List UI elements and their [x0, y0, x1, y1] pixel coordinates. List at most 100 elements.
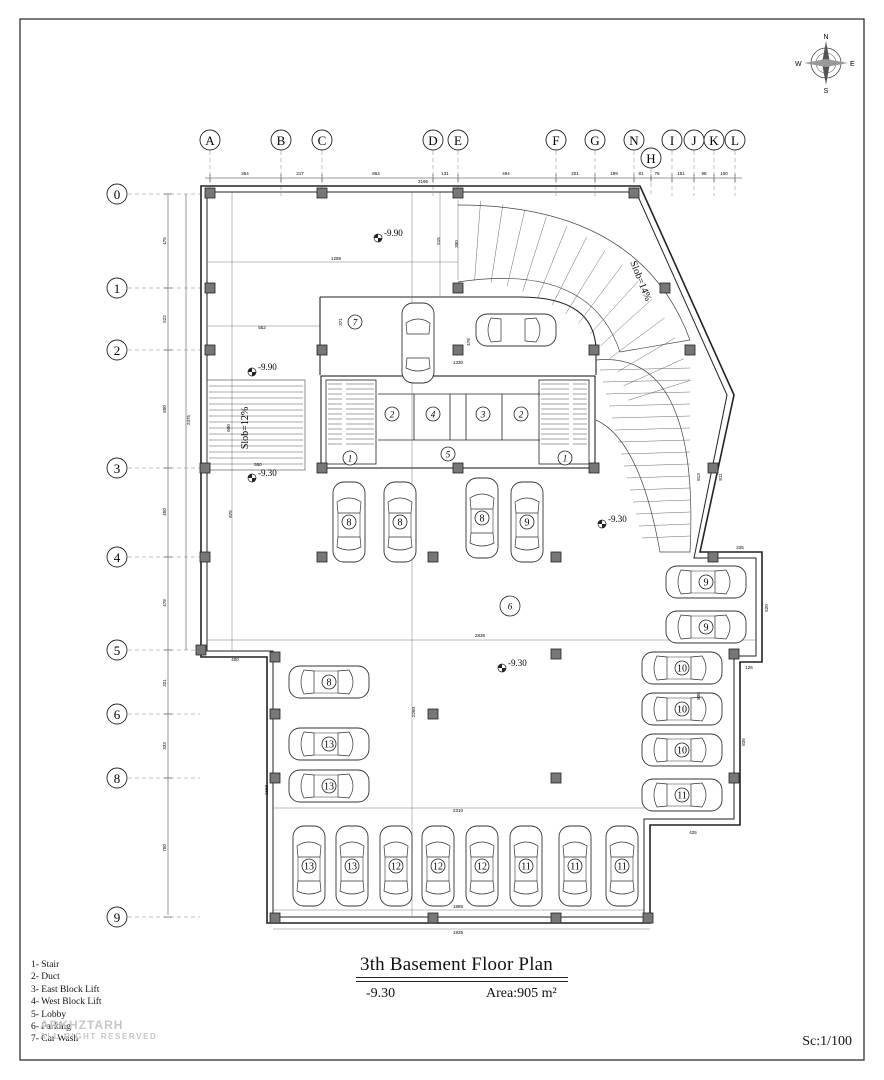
- car-rear-window: [336, 536, 362, 551]
- parked-car: 10: [641, 651, 723, 685]
- structural-column: [550, 772, 562, 784]
- room-tag: 3: [475, 406, 491, 422]
- car-rear-window: [653, 696, 668, 722]
- level-marker-label: -9.30: [258, 468, 277, 478]
- car-number: 13: [344, 858, 360, 874]
- room-tag-circle: [513, 406, 529, 422]
- car-windshield: [337, 669, 354, 695]
- car-number-label: 9: [525, 518, 530, 529]
- car-number-circle: [321, 778, 337, 794]
- level-marker: -9.30: [597, 514, 627, 529]
- room-tag: 1: [557, 450, 573, 466]
- grid-col-bubble: [311, 129, 333, 151]
- dimension-label: 520: [764, 604, 769, 612]
- car-number-label: 10: [677, 746, 687, 757]
- car-number: 8: [474, 510, 490, 526]
- ramp-line: [537, 226, 568, 298]
- ramp-line: [626, 475, 691, 479]
- car-number-label: 13: [347, 862, 357, 873]
- legend-item: 6- Parking: [31, 1022, 71, 1033]
- room-tag-label: 2: [519, 410, 524, 420]
- grid-col-label: D: [428, 133, 437, 148]
- dimension-label: 515: [436, 237, 441, 245]
- car-number-label: 11: [570, 862, 580, 873]
- grid-col-bubble: [724, 129, 746, 151]
- grid-col-label: K: [709, 133, 719, 148]
- car-number-label: 12: [433, 862, 443, 873]
- dimension-label: 371: [338, 318, 343, 326]
- car-rear-window: [296, 880, 322, 895]
- car-windshield: [514, 497, 540, 514]
- grid-row-bubble: [106, 703, 128, 725]
- car-number: 13: [321, 778, 337, 794]
- car-number-label: 9: [704, 578, 709, 589]
- parked-car: 8: [465, 477, 499, 559]
- car-number: 11: [567, 858, 583, 874]
- car-windshield: [469, 841, 495, 858]
- ramp-line: [522, 216, 547, 292]
- car-number-label: 11: [677, 791, 687, 802]
- ramp-line: [565, 250, 606, 314]
- parked-car: 12: [465, 825, 499, 907]
- grid-col-label: N: [629, 133, 639, 148]
- outer-walls: [200, 185, 763, 924]
- car-windshield: [469, 493, 495, 510]
- car-rear-window: [609, 880, 635, 895]
- car-windshield: [714, 614, 731, 640]
- car-number-circle: [321, 736, 337, 752]
- parked-car: 11: [558, 825, 592, 907]
- parked-car: 11: [509, 825, 543, 907]
- curved-ramp: [457, 200, 692, 553]
- grid-row-bubble: [106, 767, 128, 789]
- grid-col-bubble: [703, 129, 725, 151]
- grid-col-bubble: [661, 129, 683, 151]
- floor-area: Area:905 m²: [486, 986, 557, 1001]
- structural-column: [550, 648, 562, 660]
- room-tag-circle: [557, 450, 573, 466]
- grid-row-label: 4: [114, 550, 121, 565]
- dimension-label: 81: [638, 171, 644, 176]
- structural-column: [427, 708, 439, 720]
- dimension-label: 875: [228, 510, 233, 518]
- structural-column: [269, 708, 281, 720]
- dimension-label: 811: [718, 473, 723, 481]
- ramp-line: [608, 403, 691, 407]
- left-ramp: [206, 379, 306, 471]
- room-tag-circle: [475, 406, 491, 422]
- room-tag-circle: [440, 446, 456, 462]
- grid-row-label: 5: [114, 643, 121, 658]
- level-marker-label: -9.30: [608, 514, 627, 524]
- dimension-label: 400: [231, 657, 239, 662]
- car-number-label: 12: [477, 862, 487, 873]
- structural-column: [204, 282, 216, 294]
- ramp-line: [614, 427, 691, 431]
- ramp-line: [628, 380, 691, 401]
- parked-car: 13: [288, 727, 370, 761]
- car-number-circle: [567, 858, 583, 874]
- car-number-label: 11: [521, 862, 531, 873]
- dimension-label: 522: [162, 315, 167, 323]
- structural-column: [199, 551, 211, 563]
- room-tag-label: 1: [563, 454, 568, 464]
- title-underline: [356, 977, 568, 978]
- structural-column: [427, 551, 439, 563]
- legend-item: 7- Car Wash: [31, 1034, 79, 1045]
- parked-car: 12: [421, 825, 455, 907]
- grid-col-bubble: [270, 129, 292, 151]
- car-number-circle: [518, 858, 534, 874]
- car-number-circle: [674, 742, 690, 758]
- dimension-label: 425: [689, 830, 697, 835]
- dimension-label: 131: [441, 171, 449, 176]
- structural-column: [199, 462, 211, 474]
- grid-col-label: B: [277, 133, 286, 148]
- dimension-label: 475: [162, 237, 167, 245]
- room-tag-circle: [499, 595, 521, 617]
- dimension-overall: 2196: [418, 179, 429, 184]
- dimension-label: 478: [466, 338, 471, 346]
- dimension-label: 1935: [453, 930, 464, 935]
- wash-bay-car: [475, 313, 557, 347]
- structural-column: [452, 344, 464, 356]
- compass-e: E: [850, 61, 855, 68]
